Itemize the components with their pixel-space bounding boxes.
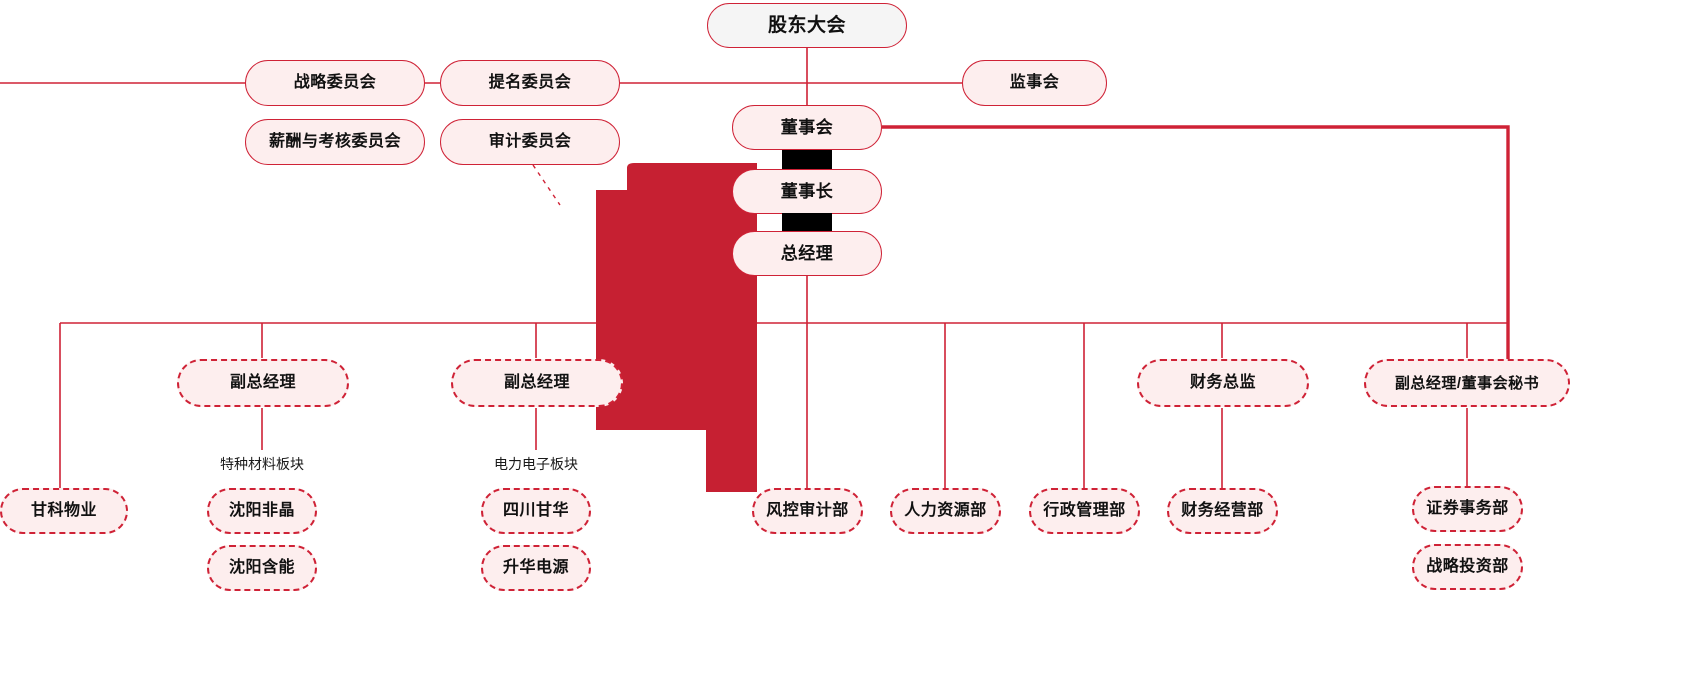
node-hr-dept[interactable]: 人力资源部 xyxy=(890,488,1001,534)
node-shareholders-meeting[interactable]: 股东大会 xyxy=(707,3,907,48)
render-artifact-2 xyxy=(782,213,832,232)
node-supervisory-board[interactable]: 监事会 xyxy=(962,60,1107,106)
node-strategic-investment-dept[interactable]: 战略投资部 xyxy=(1412,544,1523,590)
node-ganke-property[interactable]: 甘科物业 xyxy=(0,488,128,534)
node-deputy-gm-1[interactable]: 副总经理 xyxy=(177,359,349,407)
node-finance-dept[interactable]: 财务经营部 xyxy=(1167,488,1278,534)
node-cfo[interactable]: 财务总监 xyxy=(1137,359,1309,407)
node-sichuan-ganhua[interactable]: 四川甘华 xyxy=(481,488,591,534)
node-deputy-gm-2[interactable]: 副总经理 xyxy=(451,359,623,407)
node-deputy-gm-secretary[interactable]: 副总经理/董事会秘书 xyxy=(1364,359,1570,407)
caption-special-materials: 特种材料板块 xyxy=(220,456,304,472)
node-general-manager[interactable]: 总经理 xyxy=(732,231,882,276)
render-artifact-1 xyxy=(782,150,832,169)
node-shenghua-power[interactable]: 升华电源 xyxy=(481,545,591,591)
node-remuneration-committee[interactable]: 薪酬与考核委员会 xyxy=(245,119,425,165)
node-audit-committee[interactable]: 审计委员会 xyxy=(440,119,620,165)
node-chairman[interactable]: 董事长 xyxy=(732,169,882,214)
node-shenyang-feijing[interactable]: 沈阳非晶 xyxy=(207,488,317,534)
node-nomination-committee[interactable]: 提名委员会 xyxy=(440,60,620,106)
node-board-of-directors[interactable]: 董事会 xyxy=(732,105,882,150)
node-strategy-committee[interactable]: 战略委员会 xyxy=(245,60,425,106)
node-shenyang-hanneng[interactable]: 沈阳含能 xyxy=(207,545,317,591)
node-securities-dept[interactable]: 证券事务部 xyxy=(1412,486,1523,532)
node-risk-audit-dept[interactable]: 风控审计部 xyxy=(752,488,863,534)
node-admin-dept[interactable]: 行政管理部 xyxy=(1029,488,1140,534)
caption-power-electronics: 电力电子板块 xyxy=(494,456,578,472)
